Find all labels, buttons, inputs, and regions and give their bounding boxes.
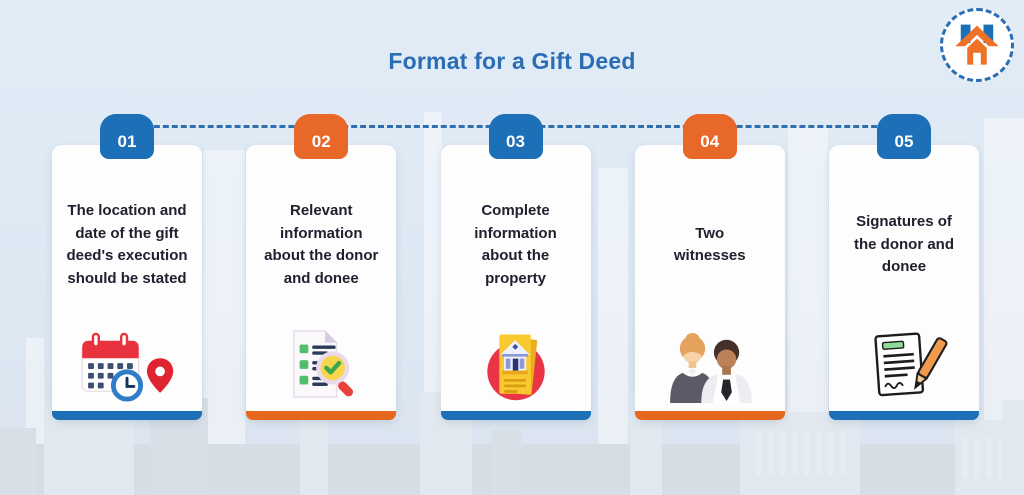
two-witnesses-icon bbox=[660, 319, 760, 403]
card-accent-bar bbox=[829, 411, 979, 420]
skyline-building bbox=[598, 168, 628, 495]
card-accent-bar bbox=[52, 411, 202, 420]
step-text: Two witnesses bbox=[673, 224, 746, 265]
document-checklist-magnifier-icon bbox=[273, 319, 369, 403]
step-card-1: 01 The location and date of the gift dee… bbox=[52, 114, 202, 420]
skyline-building bbox=[492, 430, 522, 495]
page-title: Format for a Gift Deed bbox=[388, 48, 636, 74]
step-text-container: The location and date of the gift deed's… bbox=[56, 145, 198, 319]
card-accent-bar bbox=[634, 411, 785, 420]
step-text: Complete information about the property bbox=[474, 202, 557, 287]
step-text-container: Two witnesses bbox=[652, 145, 768, 319]
skyline-building bbox=[300, 408, 328, 495]
step-text: The location and date of the gift deed's… bbox=[66, 202, 188, 287]
home-logo-icon bbox=[951, 17, 1003, 74]
step-number-badge: 03 bbox=[488, 114, 543, 159]
card-accent-bar bbox=[440, 411, 591, 420]
step-text: Signatures of the donor and donee bbox=[854, 213, 954, 276]
step-card-3: 03 Complete information about the proper… bbox=[440, 114, 591, 420]
step-number-badge: 05 bbox=[877, 114, 931, 159]
step-text: Relevant information about the donor and… bbox=[264, 202, 379, 287]
skyline-building bbox=[203, 150, 245, 495]
calendar-clock-location-icon bbox=[73, 319, 181, 403]
step-text-container: Relevant information about the donor and… bbox=[255, 145, 387, 319]
skyline-building bbox=[0, 428, 36, 495]
building-windows bbox=[756, 432, 848, 476]
card-accent-bar bbox=[246, 411, 397, 420]
step-text-container: Signatures of the donor and donee bbox=[840, 145, 968, 319]
step-text-container: Complete information about the property bbox=[452, 145, 580, 319]
step-number-badge: 01 bbox=[100, 114, 154, 159]
home-logo bbox=[940, 8, 1014, 82]
building-windows bbox=[962, 438, 1008, 478]
steps-row: 01 The location and date of the gift dee… bbox=[52, 114, 979, 420]
step-card-4: 04 Two witnesses bbox=[634, 114, 785, 420]
step-number-badge: 04 bbox=[682, 114, 737, 159]
step-card-2: 02 Relevant information about the donor … bbox=[246, 114, 397, 420]
signature-document-pen-icon bbox=[856, 319, 952, 403]
step-number-badge: 02 bbox=[294, 114, 349, 159]
property-document-icon bbox=[470, 319, 562, 403]
skyline-building bbox=[1002, 400, 1024, 495]
step-card-5: 05 Signatures of the donor and donee bbox=[829, 114, 979, 420]
